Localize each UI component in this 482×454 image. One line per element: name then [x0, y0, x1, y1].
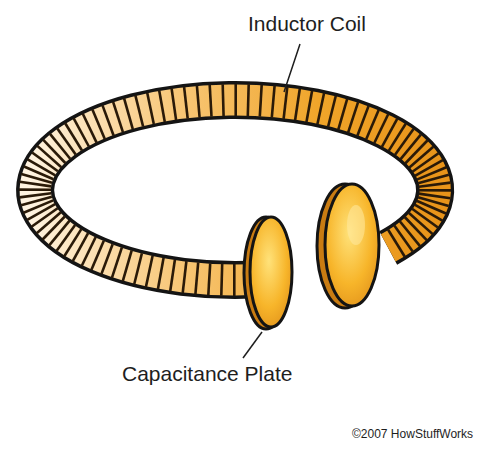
- coil-winding: [124, 98, 133, 129]
- coil-winding: [197, 86, 200, 118]
- coil-winding: [146, 256, 153, 287]
- coil-winding: [20, 193, 52, 197]
- coil-winding: [147, 93, 154, 124]
- label-holder: Capacitance Plate: [122, 362, 292, 386]
- coil-winding: [295, 89, 300, 121]
- coil-winding: [317, 93, 324, 124]
- coil-winding: [357, 106, 368, 136]
- coil-winding: [419, 189, 451, 192]
- coil-winding: [272, 86, 275, 118]
- coil-winding: [388, 230, 405, 257]
- coil-winding: [260, 85, 262, 117]
- part-label: Inductor Coil: [248, 12, 366, 36]
- coil-winding: [135, 95, 143, 126]
- leader-line: [284, 44, 300, 92]
- coil-winding: [400, 221, 420, 246]
- coil-winding: [50, 134, 70, 159]
- coil-winding: [348, 102, 358, 132]
- capacitance-plate: [250, 217, 292, 327]
- capacitance-plate: [325, 184, 379, 306]
- coil-winding: [220, 264, 223, 296]
- coil-winding: [395, 129, 414, 155]
- coil-winding: [210, 85, 212, 117]
- coil-winding: [389, 124, 406, 151]
- coil-windings: [19, 84, 451, 296]
- coil-winding: [195, 262, 198, 294]
- coil-winding: [184, 87, 188, 119]
- coil-winding: [103, 105, 114, 135]
- coil-winding: [172, 89, 177, 121]
- coil-winding: [183, 261, 187, 293]
- coil-winding: [247, 84, 250, 116]
- coil-winding: [49, 221, 69, 246]
- coil-winding: [158, 258, 164, 290]
- coil-winding: [19, 188, 51, 191]
- copyright-note: ©2007 HowStuffWorks: [352, 428, 473, 442]
- label-holder: ©2007 HowStuffWorks: [352, 428, 473, 442]
- coil-winding: [400, 135, 420, 160]
- leader-line: [243, 332, 262, 358]
- coil-winding: [64, 229, 81, 256]
- coil-winding: [123, 250, 132, 281]
- part-label: Capacitance Plate: [122, 362, 292, 386]
- coil-winding: [101, 244, 112, 274]
- coil-winding: [306, 91, 312, 123]
- coil-winding: [43, 140, 65, 163]
- coil-winding: [134, 253, 142, 284]
- coil-winding: [338, 99, 347, 130]
- coil-winding: [83, 114, 97, 143]
- coil-winding: [233, 264, 236, 296]
- coil-winding: [21, 197, 52, 205]
- coil-winding: [394, 225, 412, 251]
- coil-winding: [57, 128, 75, 154]
- coil-winding: [234, 84, 237, 116]
- coil-winding: [328, 96, 336, 127]
- coil-winding: [170, 260, 175, 292]
- coil-winding: [113, 102, 123, 132]
- coil-winding: [208, 263, 210, 295]
- coil-winding: [57, 225, 76, 251]
- coil-winding: [221, 84, 225, 116]
- coil-winding: [419, 183, 451, 187]
- label-holder: Inductor Coil: [248, 12, 366, 36]
- coil-winding: [159, 90, 165, 122]
- coil-winding: [92, 109, 104, 138]
- coil-winding: [112, 247, 122, 277]
- coil-winding: [418, 175, 449, 183]
- plate-highlight: [347, 205, 365, 245]
- coil-winding: [405, 217, 427, 240]
